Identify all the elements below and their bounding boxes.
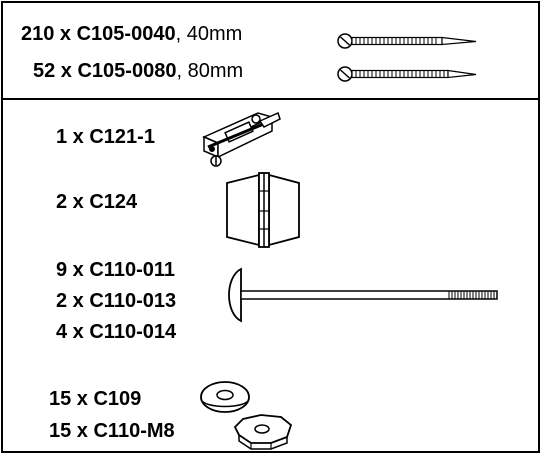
carriage-bolt-label: 9 x C110-011: [56, 259, 175, 281]
hinge-icon: [226, 172, 300, 248]
nut-icon: [233, 414, 293, 450]
bolt-latch-icon: [202, 111, 281, 167]
carriage-bolt-label: 4 x C110-014: [56, 321, 177, 343]
screw-line-40mm: 210 x C105-0040, 40mm: [21, 23, 242, 45]
screw-icon: [337, 66, 477, 82]
washer-icon: [200, 381, 250, 413]
washer-label: 15 x C109: [49, 388, 142, 410]
screw-line-80mm: 52 x C105-0080, 80mm: [33, 60, 243, 82]
screw-40mm-size: , 40mm: [175, 23, 243, 45]
screw-80mm-size: , 80mm: [176, 60, 244, 82]
bolt-latch-label: 1 x C121-1: [56, 126, 155, 148]
carriage-bolt-icon: [228, 267, 498, 323]
carriage-bolt-label: 2 x C110-013: [56, 290, 177, 312]
hinge-label: 2 x C124: [56, 191, 138, 213]
screw-icon: [337, 33, 477, 49]
section-divider: [3, 98, 538, 100]
screw-80mm-code: 52 x C105-0080: [33, 60, 177, 82]
nut-label: 15 x C110-M8: [49, 420, 175, 442]
screw-40mm-code: 210 x C105-0040: [21, 23, 176, 45]
